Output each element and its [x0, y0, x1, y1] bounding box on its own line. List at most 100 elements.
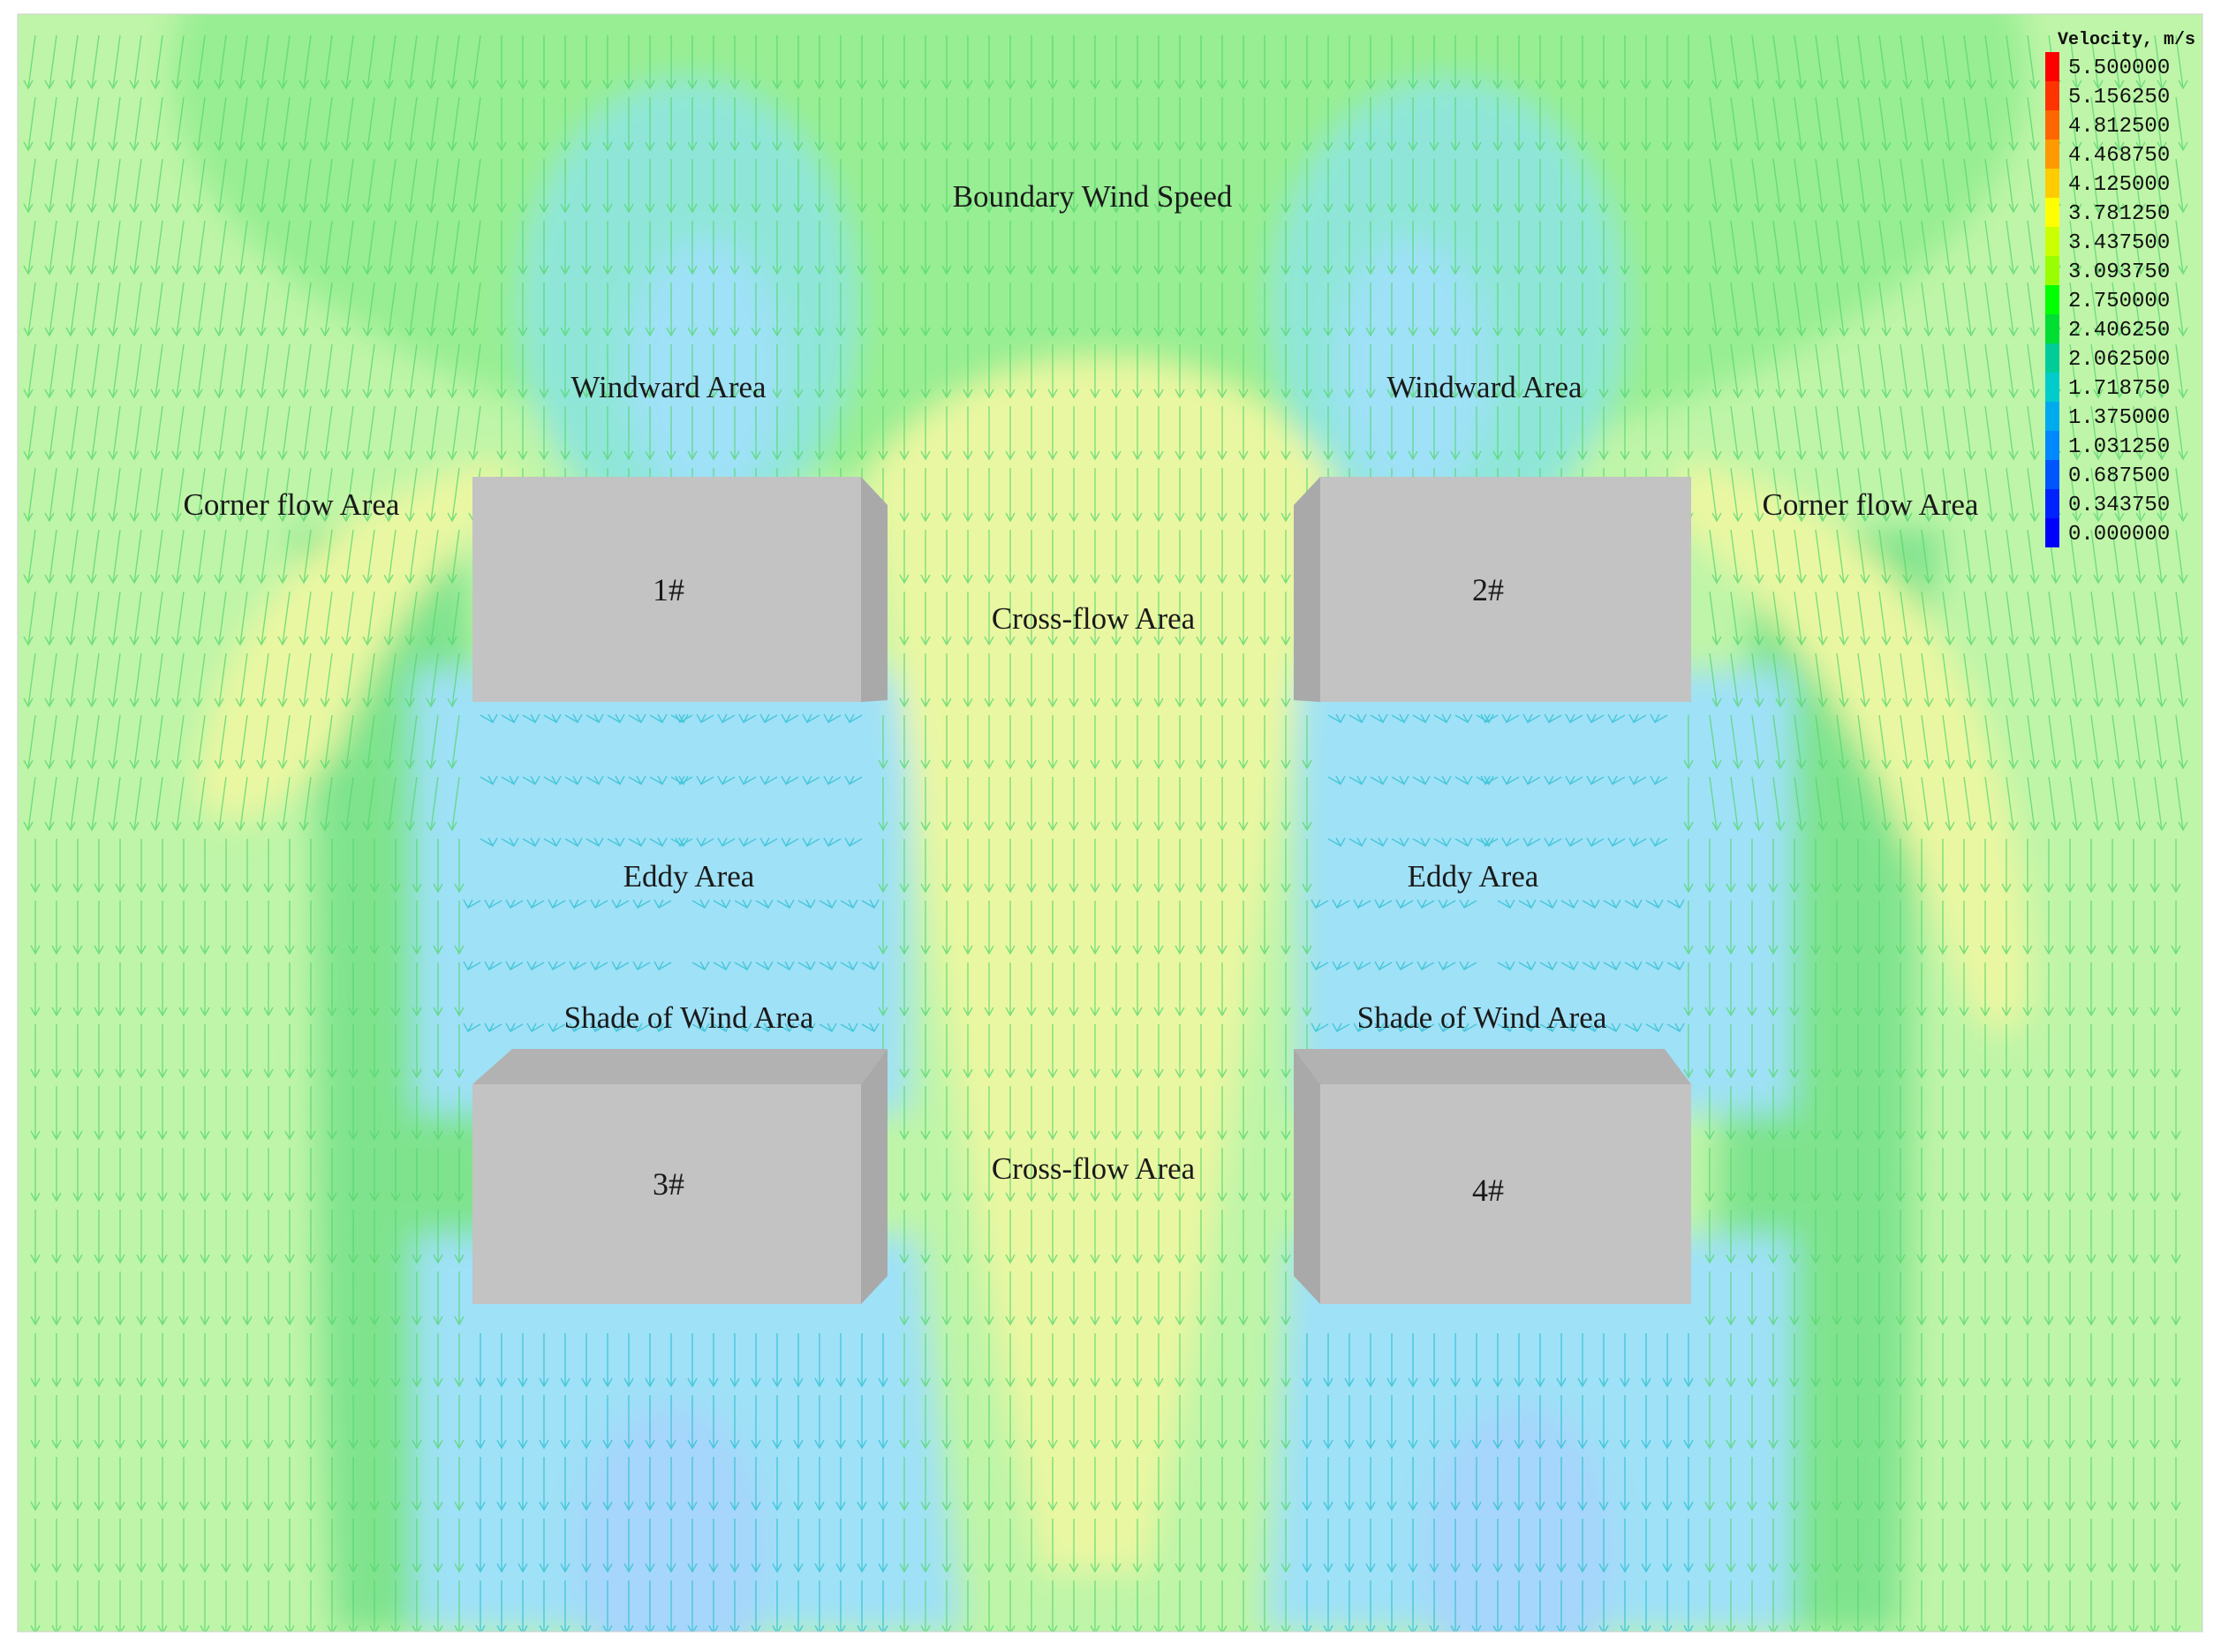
velocity-arrow: [341, 343, 354, 399]
velocity-arrow: [645, 221, 655, 275]
velocity-arrow: [412, 901, 422, 955]
velocity-arrow: [2149, 1395, 2160, 1450]
velocity-arrow: [2107, 1148, 2118, 1203]
velocity-arrow: [1726, 1457, 1736, 1512]
velocity-arrow: [362, 158, 375, 214]
velocity-arrow: [1874, 1148, 1885, 1203]
velocity-arrow: [1492, 283, 1503, 337]
velocity-arrow: [72, 1457, 83, 1512]
velocity-arrow: [1641, 1333, 1651, 1388]
velocity-arrow: [835, 1457, 846, 1512]
velocity-arrow: [1963, 467, 1976, 523]
velocity-arrow: [362, 776, 375, 832]
velocity-arrow: [136, 962, 147, 1017]
velocity-arrow: [306, 1271, 316, 1326]
velocity-arrow: [984, 1457, 994, 1512]
velocity-arrow: [1900, 591, 1913, 646]
velocity-arrow: [193, 653, 206, 708]
velocity-arrow: [1836, 343, 1849, 399]
velocity-arrow: [984, 777, 994, 832]
velocity-arrow: [256, 529, 269, 585]
velocity-arrow: [1683, 1024, 1694, 1079]
velocity-arrow: [1111, 344, 1122, 399]
velocity-arrow: [1348, 713, 1367, 724]
velocity-arrow: [1429, 1580, 1439, 1632]
velocity-arrow: [263, 1024, 274, 1079]
velocity-arrow: [687, 1457, 698, 1512]
velocity-arrow: [2171, 839, 2181, 894]
velocity-arrow: [1916, 962, 1927, 1017]
velocity-arrow: [2065, 1024, 2075, 1079]
velocity-arrow: [178, 1519, 189, 1573]
velocity-arrow: [72, 1086, 83, 1141]
velocity-arrow: [1789, 901, 1800, 955]
velocity-arrow: [2133, 405, 2146, 461]
velocity-arrow: [1344, 221, 1355, 275]
velocity-arrow: [1921, 776, 1934, 832]
velocity-arrow: [878, 715, 888, 770]
velocity-arrow: [1323, 1580, 1333, 1632]
velocity-arrow: [200, 1086, 210, 1141]
velocity-arrow: [1196, 1333, 1206, 1388]
velocity-arrow: [1938, 1271, 1948, 1326]
velocity-arrow: [72, 1148, 83, 1203]
velocity-arrow: [51, 1024, 62, 1079]
velocity-arrow: [1217, 901, 1228, 955]
velocity-arrow: [193, 591, 206, 646]
velocity-arrow: [171, 714, 185, 770]
velocity-arrow: [1344, 97, 1355, 152]
velocity-arrow: [666, 97, 676, 152]
velocity-arrow: [320, 653, 333, 708]
velocity-arrow: [200, 1395, 210, 1450]
velocity-arrow: [2043, 962, 2054, 1017]
velocity-arrow: [1238, 530, 1249, 585]
velocity-arrow: [1175, 653, 1185, 708]
velocity-arrow: [2107, 1457, 2118, 1512]
velocity-arrow: [1429, 344, 1439, 399]
velocity-arrow: [1853, 1086, 1863, 1141]
velocity-arrow: [390, 901, 401, 955]
velocity-arrow: [1026, 159, 1037, 214]
eddy-label-right: Eddy Area: [1408, 859, 1539, 894]
velocity-arrow: [178, 1580, 189, 1632]
velocity-arrow: [242, 1395, 253, 1450]
velocity-arrow: [1768, 1024, 1779, 1079]
velocity-arrow: [1217, 406, 1228, 461]
velocity-arrow: [1132, 406, 1143, 461]
velocity-arrow: [1751, 282, 1764, 337]
velocity-arrow: [1916, 1519, 1927, 1573]
velocity-arrow: [277, 34, 291, 90]
velocity-arrow: [1069, 1148, 1079, 1203]
velocity-arrow: [1641, 97, 1651, 152]
velocity-arrow: [1747, 901, 1757, 955]
velocity-arrow: [426, 158, 439, 214]
velocity-arrow: [623, 1457, 634, 1512]
velocity-arrow: [2086, 962, 2096, 1017]
velocity-arrow: [1259, 1333, 1270, 1388]
velocity-arrow: [1980, 1148, 1991, 1203]
velocity-arrow: [2001, 1519, 2012, 1573]
velocity-arrow: [1302, 901, 1312, 955]
velocity-arrow: [1535, 1519, 1545, 1573]
velocity-arrow: [1175, 283, 1185, 337]
velocity-arrow: [645, 406, 655, 461]
velocity-arrow: [2090, 343, 2104, 399]
velocity-arrow: [941, 1271, 952, 1326]
velocity-arrow: [729, 97, 740, 152]
velocity-arrow: [178, 1024, 189, 1079]
velocity-arrow: [1963, 529, 1976, 585]
velocity-arrow: [1311, 1022, 1329, 1033]
building-3-side: [861, 1049, 888, 1304]
velocity-arrow: [30, 1457, 41, 1512]
velocity-arrow: [1556, 406, 1567, 461]
velocity-arrow: [963, 653, 973, 708]
velocity-arrow: [1450, 1457, 1461, 1512]
velocity-arrow: [2065, 1210, 2075, 1264]
velocity-arrow: [899, 1519, 910, 1573]
velocity-arrow: [390, 1580, 401, 1632]
velocity-arrow: [772, 221, 782, 275]
velocity-arrow: [802, 775, 820, 786]
velocity-arrow: [235, 776, 248, 832]
velocity-arrow: [1518, 899, 1537, 909]
velocity-arrow: [1704, 1148, 1715, 1203]
